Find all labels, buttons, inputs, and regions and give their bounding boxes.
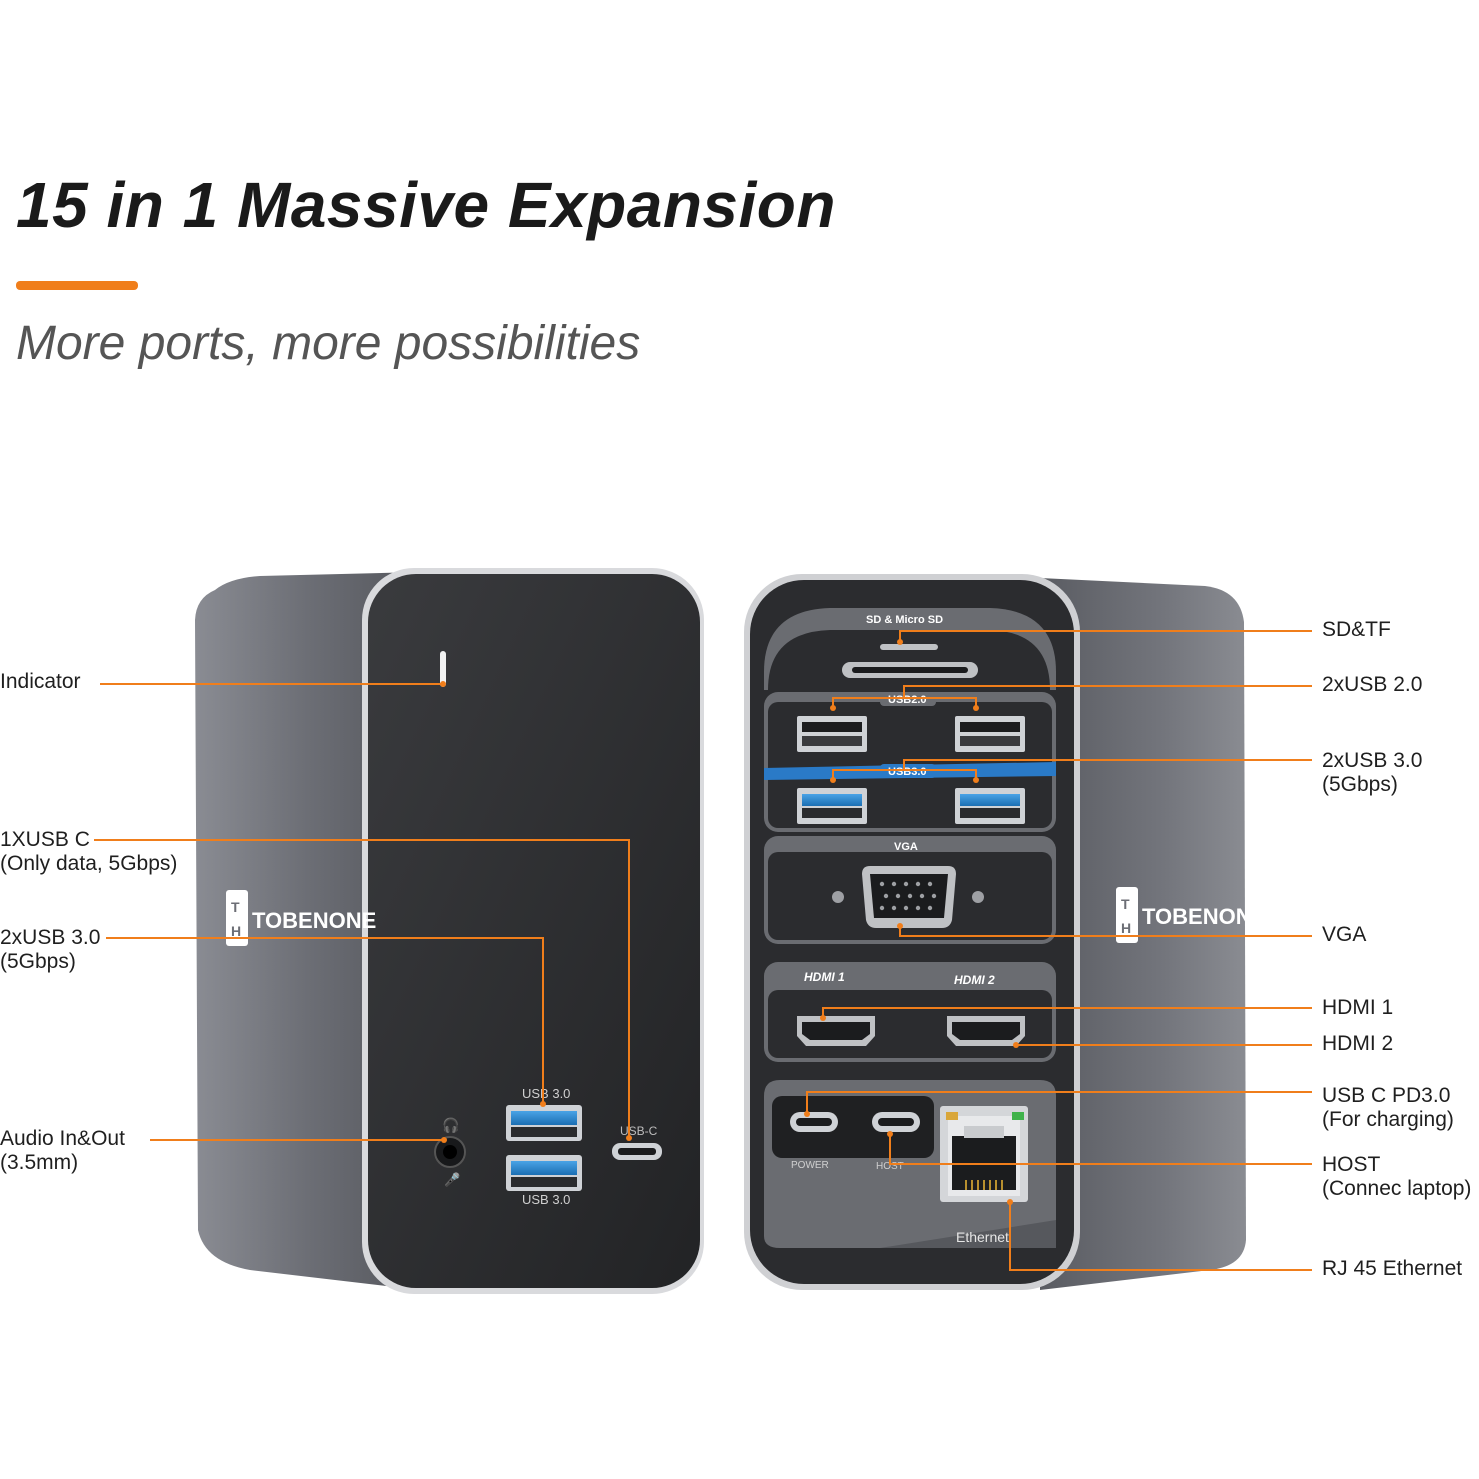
usb3-section-label: USB3.0 (888, 766, 927, 778)
callout-usb3-left: 2xUSB 3.0 (5Gbps) (0, 926, 101, 973)
microphone-icon: 🎤 (444, 1171, 460, 1188)
callout-indicator: Indicator (0, 670, 81, 693)
logo-text: TOBENONE (252, 908, 376, 933)
headphone-icon: 🎧 (442, 1117, 459, 1134)
hdmi1-port-label: HDMI 1 (804, 970, 845, 984)
ethernet-led-amber (946, 1112, 958, 1120)
pd-leader (806, 1091, 1312, 1114)
micro-sd-slot (880, 644, 938, 650)
hdmi1-leader (822, 1007, 1312, 1018)
tobenone-logo-right: T H TOBENONE (1116, 887, 1266, 943)
svg-text:H: H (1121, 920, 1131, 936)
usb2-section-label: USB2.0 (888, 694, 927, 706)
svg-text:H: H (231, 923, 241, 939)
callout-vga: VGA (1322, 923, 1367, 946)
subheadline: More ports, more possibilities (16, 317, 641, 370)
callout-audio: Audio In&Out (3.5mm) (0, 1127, 125, 1174)
right-dock-side-panel (1040, 578, 1246, 1290)
host-leader (889, 1134, 1312, 1165)
callout-hdmi2: HDMI 2 (1322, 1032, 1394, 1055)
usb3-left-leader (106, 937, 544, 1104)
callout-usb2: 2xUSB 2.0 (1322, 673, 1423, 696)
usb3-bottom-port-label: USB 3.0 (522, 1192, 570, 1207)
svg-text:T: T (231, 899, 240, 915)
ethernet-led-green (1012, 1112, 1024, 1120)
hdmi2-port-label: HDMI 2 (954, 973, 995, 987)
usbc-port-group (772, 1096, 934, 1158)
logo-mark-icon (1116, 887, 1138, 943)
accent-bar (16, 281, 138, 290)
vga-leader (899, 926, 1312, 937)
usb3-right-leader (903, 759, 1312, 770)
sdtf-leader (899, 630, 1312, 642)
svg-text:T: T (1121, 896, 1130, 912)
logo-mark-icon (226, 890, 248, 946)
vga-section-label: VGA (894, 841, 918, 853)
callout-sdtf: SD&TF (1322, 618, 1391, 641)
indicator-led (440, 651, 446, 687)
callout-usbc-left: 1XUSB C (Only data, 5Gbps) (0, 828, 178, 875)
host-port-label: HOST (876, 1161, 904, 1172)
ethernet-port-label: Ethernet (956, 1229, 1009, 1245)
callout-endpoints (440, 639, 1019, 1205)
callout-rj45: RJ 45 Ethernet (1322, 1257, 1463, 1280)
usb2-port-1 (797, 716, 867, 752)
callout-leader-lines (94, 630, 1312, 1271)
usb3-top-port-label: USB 3.0 (522, 1086, 570, 1101)
vga-screw-left (832, 891, 844, 903)
left-dock-device: T H TOBENONE 🎧 🎤 USB 3.0 USB 3.0 USB-C (195, 568, 704, 1294)
vga-screw-right (972, 891, 984, 903)
usb2-leader (903, 685, 1312, 698)
headline: 15 in 1 Massive Expansion (16, 169, 836, 241)
callout-host: HOST (Connec laptop) (1322, 1153, 1472, 1200)
power-port-label: POWER (791, 1160, 829, 1171)
usb2-port-2 (955, 716, 1025, 752)
tobenone-logo-left: T H TOBENONE (226, 890, 376, 946)
usbc-leader (94, 839, 630, 1138)
rj45-leader (1009, 1202, 1312, 1271)
callout-usbc-pd: USB C PD3.0 (For charging) (1322, 1084, 1454, 1131)
sd-section-label: SD & Micro SD (866, 614, 943, 626)
usbc-port-label: USB-C (620, 1124, 658, 1138)
right-dock-device: T H TOBENONE SD & Micro SD USB2.0 USB3.0 (744, 574, 1266, 1290)
callout-usb3-right: 2xUSB 3.0 (5Gbps) (1322, 749, 1423, 796)
left-dock-front-face (368, 574, 700, 1288)
logo-text: TOBENONE (1142, 904, 1266, 929)
callout-hdmi1: HDMI 1 (1322, 996, 1394, 1019)
